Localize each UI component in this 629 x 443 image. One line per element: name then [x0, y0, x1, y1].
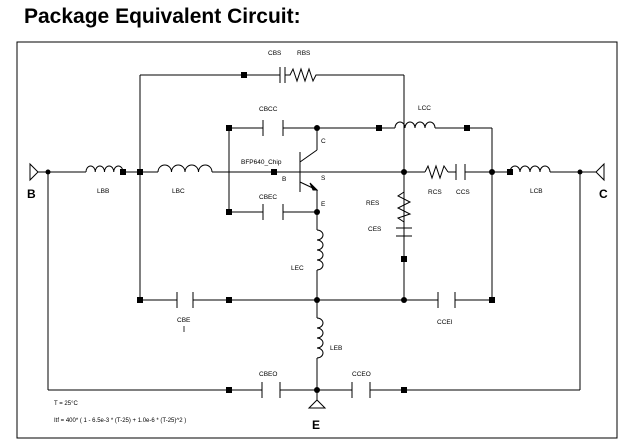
junction-dots [45, 125, 583, 393]
label-cbec: CBEC [259, 194, 277, 201]
lcb-inductor [509, 165, 551, 173]
wires [38, 74, 596, 400]
rcs-ccs-branch [424, 164, 466, 180]
pin-b-label: B [27, 187, 36, 201]
lbb-inductor [85, 165, 124, 173]
cbs-rbs-branch [277, 67, 324, 83]
leb-inductor [316, 317, 324, 359]
cbcc-capacitor [262, 120, 284, 136]
lcc-inductor [394, 121, 436, 129]
port-c-icon [595, 162, 605, 182]
label-chip: BFP640_Chip [241, 159, 282, 166]
diagram-frame [16, 41, 618, 439]
lbc-inductor [157, 164, 213, 173]
label-cbs: CBS [268, 50, 282, 57]
ccei-capacitor [437, 292, 456, 308]
cceo-capacitor [351, 382, 371, 398]
cbec-capacitor [262, 204, 284, 220]
itf-formula-note: Itf = 400* ( 1 - 6.5e-3 * (T-25) + 1.0e-… [54, 418, 186, 424]
label-chip-s: S [321, 175, 326, 182]
label-leb: LEB [330, 345, 342, 352]
label-lbc: LBC [172, 188, 185, 195]
label-res: RES [366, 200, 380, 207]
label-cbcc: CBCC [259, 106, 278, 113]
square-nodes [120, 72, 513, 393]
label-chip-e: E [321, 201, 326, 208]
label-rbs: RBS [297, 50, 311, 57]
pin-c-label: C [599, 187, 608, 201]
label-lcc: LCC [418, 105, 431, 112]
cbe-capacitor [176, 292, 194, 308]
transistor-symbol [299, 149, 322, 192]
label-cbeo: CBEO [259, 371, 277, 378]
label-lec: LEC [291, 265, 304, 272]
label-ccei: CCEI [437, 319, 453, 326]
label-lcb: LCB [530, 188, 543, 195]
label-ces: CES [368, 226, 382, 233]
port-b-icon [29, 162, 39, 182]
label-rcs: RCS [428, 189, 442, 196]
label-lbb: LBB [97, 188, 109, 195]
label-chip-b: B [282, 176, 286, 183]
page-title: Package Equivalent Circuit: [24, 5, 301, 28]
label-cceo: CCEO [352, 371, 371, 378]
res-ces-branch [396, 191, 412, 237]
label-ccs: CCS [456, 189, 470, 196]
label-cbe: CBE [177, 317, 191, 324]
pin-e-label: E [312, 418, 320, 432]
cbeo-capacitor [261, 382, 281, 398]
temperature-note: T = 25°C [54, 401, 78, 407]
lec-inductor [316, 229, 324, 271]
label-chip-c: C [321, 138, 326, 145]
port-e-icon [307, 399, 327, 409]
